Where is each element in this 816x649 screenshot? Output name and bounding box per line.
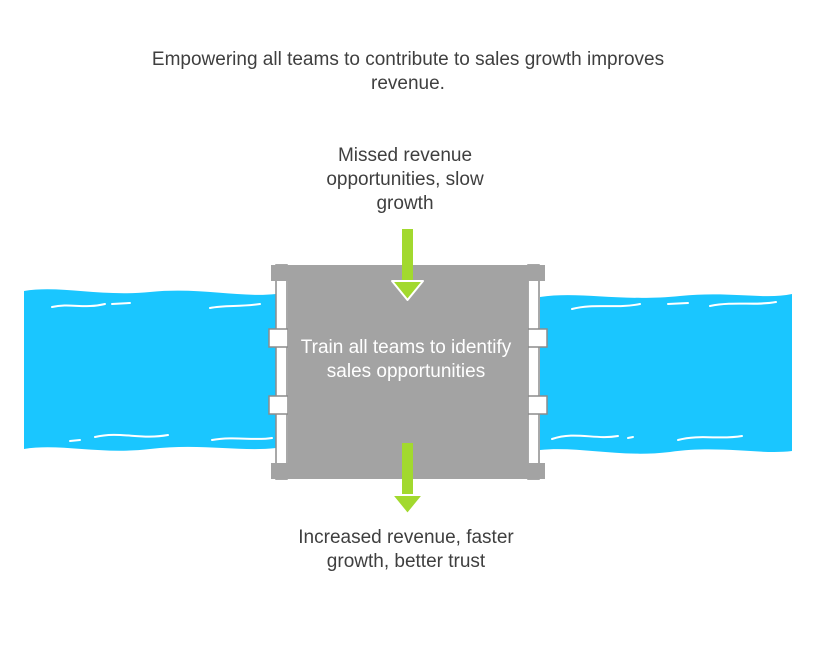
- output-arrow: [391, 443, 424, 515]
- input-label: Missed revenue opportunities, slow growt…: [326, 145, 484, 214]
- water-ripples: [51, 301, 777, 442]
- input-arrow: [391, 229, 424, 301]
- output-label: Increased revenue, faster growth, better…: [298, 527, 514, 572]
- left-water: [24, 289, 276, 451]
- right-water: [540, 294, 792, 454]
- diagram-headline: Empowering all teams to contribute to sa…: [151, 49, 665, 94]
- gate-action-label: Train all teams to identify sales opport…: [300, 337, 512, 382]
